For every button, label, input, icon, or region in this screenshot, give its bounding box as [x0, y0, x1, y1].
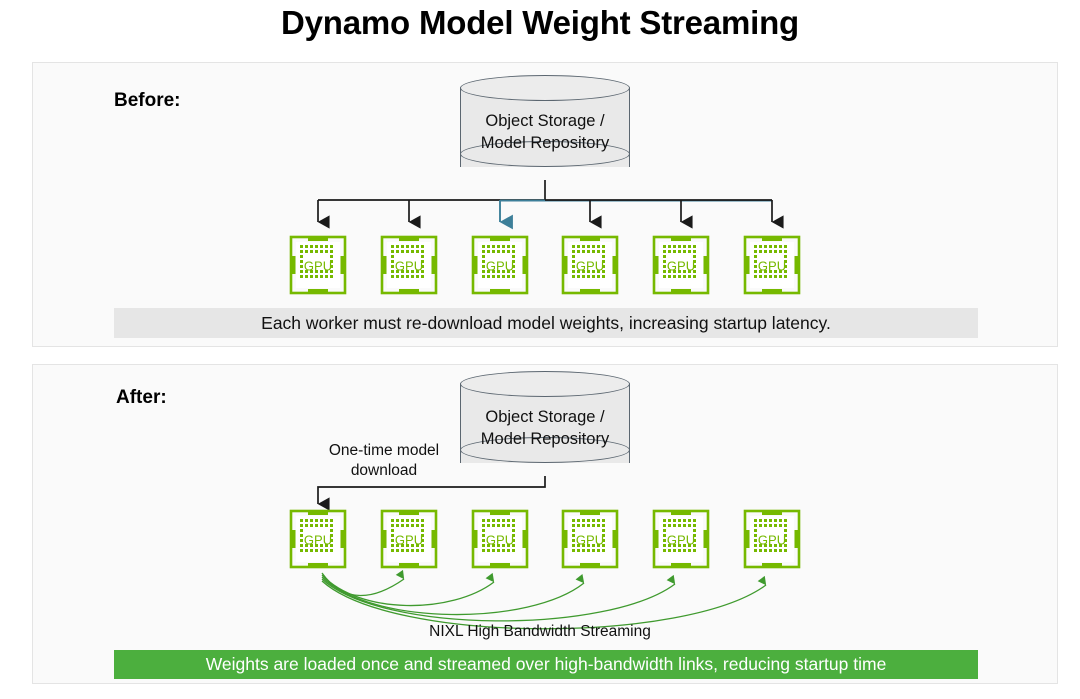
after-caption: Weights are loaded once and streamed ove… — [114, 650, 978, 679]
page-title: Dynamo Model Weight Streaming — [281, 4, 799, 41]
before-gpu-3: GPU — [471, 234, 529, 296]
after-stage-label: After: — [116, 387, 167, 408]
before-gpu-1: GPU — [289, 234, 347, 296]
before-gpu-4: GPU — [561, 234, 619, 296]
cylinder-top-ellipse — [460, 75, 630, 101]
before-caption: Each worker must re-download model weigh… — [114, 308, 978, 338]
download-note-line-2: download — [350, 462, 418, 480]
after-gpu-5: GPU — [652, 508, 710, 570]
after-gpu-2: GPU — [380, 508, 438, 570]
gpu-label: GPU — [486, 258, 514, 273]
storage-line-1: Object Storage / — [485, 407, 605, 426]
cylinder-bottom-ellipse — [460, 141, 630, 167]
before-gpu-5: GPU — [652, 234, 710, 296]
gpu-label: GPU — [576, 532, 604, 547]
cylinder-bottom-ellipse — [460, 437, 630, 463]
storage-line-2: Model Repository — [480, 134, 610, 152]
cylinder-top-ellipse — [460, 371, 630, 397]
gpu-label: GPU — [758, 532, 786, 547]
gpu-label: GPU — [304, 532, 332, 547]
gpu-label: GPU — [576, 258, 604, 273]
gpu-label: GPU — [395, 532, 423, 547]
gpu-label: GPU — [667, 258, 695, 273]
after-object-storage: Object Storage / Model Repository — [460, 371, 630, 476]
before-gpu-6: GPU — [743, 234, 801, 296]
before-object-storage: Object Storage / Model Repository — [460, 75, 630, 180]
before-gpu-2: GPU — [380, 234, 438, 296]
one-time-download-note: One-time model download — [308, 441, 460, 481]
gpu-label: GPU — [667, 532, 695, 547]
storage-line-1: Object Storage / — [485, 111, 605, 130]
download-note-line-1: One-time model — [328, 442, 440, 459]
gpu-label: GPU — [395, 258, 423, 273]
storage-line-2: Model Repository — [480, 430, 610, 448]
after-gpu-3: GPU — [471, 508, 529, 570]
after-panel — [32, 364, 1058, 684]
after-gpu-6: GPU — [743, 508, 801, 570]
nixl-stream-label: NIXL High Bandwidth Streaming — [429, 623, 651, 640]
after-gpu-4: GPU — [561, 508, 619, 570]
gpu-label: GPU — [486, 532, 514, 547]
gpu-label: GPU — [758, 258, 786, 273]
before-stage-label: Before: — [114, 90, 181, 111]
before-storage-text: Object Storage / Model Repository — [460, 101, 630, 163]
gpu-label: GPU — [304, 258, 332, 273]
after-storage-text: Object Storage / Model Repository — [460, 397, 630, 459]
after-gpu-1: GPU — [289, 508, 347, 570]
